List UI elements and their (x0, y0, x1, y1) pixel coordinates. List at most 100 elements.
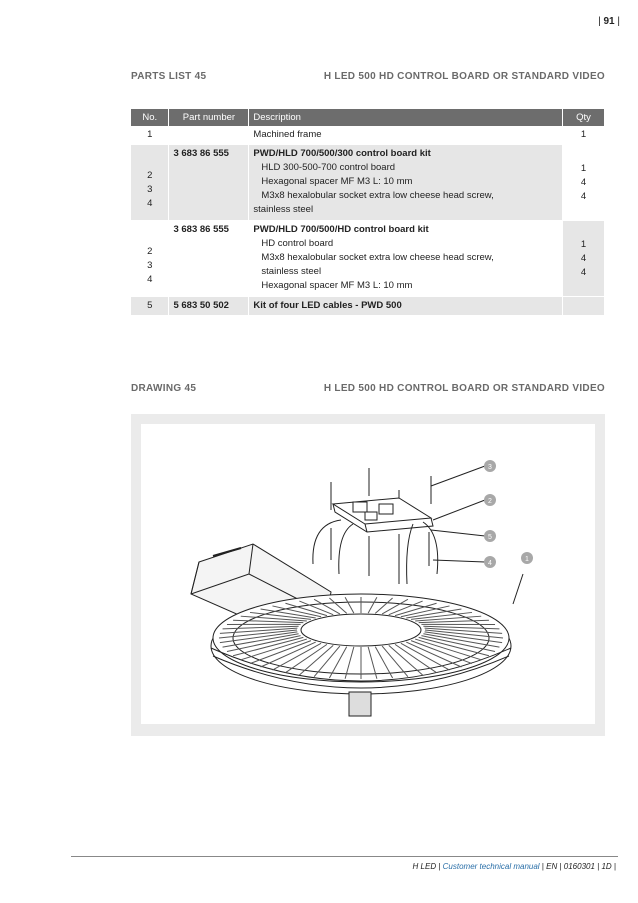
kit-title: PWD/HLD 700/500/300 control board kit (253, 148, 431, 159)
heatsink-fin (406, 641, 462, 668)
mount-stem (348, 691, 372, 717)
drawing-frame: 3 2 5 4 1 (131, 414, 605, 736)
row-no-cell: 2 3 4 (131, 144, 170, 221)
heatsink-fin (219, 627, 298, 634)
kit-line: Hexagonal spacer MF M3 L: 10 mm (261, 176, 413, 187)
callout-1 (521, 552, 533, 564)
leader-line (430, 465, 486, 487)
row-no: 4 (147, 197, 153, 209)
heatsink-fin (423, 625, 500, 630)
heatsink-fin (367, 646, 378, 679)
parts-list-subtitle: H LED 500 HD CONTROL BOARD OR STANDARD V… (323, 71, 605, 82)
row-no: 2 (147, 169, 153, 181)
footer-rev: 1D (601, 862, 612, 871)
heatsink-fin (400, 642, 450, 671)
callouts: 3 2 5 4 1 (484, 460, 533, 568)
heatsink-fin (367, 597, 378, 614)
callout-3 (484, 460, 496, 472)
heatsink-fin (272, 642, 322, 671)
row-part-number (168, 126, 250, 145)
row-description: Machined frame (248, 126, 564, 145)
heatsink-fin (418, 619, 489, 624)
heatsink-fin (240, 638, 307, 661)
led-cable (406, 523, 414, 585)
parts-table: No. Part number Description Qty 1 Machin… (131, 109, 605, 316)
kit-line: stainless steel (261, 266, 322, 277)
row-qty: 4 (580, 190, 587, 202)
page-number: | 91 | (598, 16, 620, 27)
footer-manual: Customer technical manual (442, 862, 540, 871)
heatsink-fin (424, 631, 503, 644)
heatsink-fin (415, 638, 482, 661)
heatsink-fin (299, 600, 334, 616)
heatsink-fin (329, 597, 348, 614)
heatsink-fin (299, 644, 334, 676)
table-row: 2 3 4 3 683 86 555 PWD/HLD 700/500/300 c… (131, 144, 605, 221)
row-qty: 1 (580, 238, 587, 250)
row-no-cell: 2 3 4 (131, 220, 170, 297)
heatsink-fins (218, 597, 504, 679)
table-header-row: No. Part number Description Qty (131, 109, 605, 126)
leader-line (432, 559, 486, 563)
kit-line: HD control board (261, 238, 334, 249)
callout-1-label: 1 (525, 556, 529, 563)
led-cable (312, 519, 342, 565)
kit-line: Hexagonal spacer MF M3 L: 10 mm (261, 280, 413, 291)
kit-line: M3x8 hexalobular socket extra low cheese… (261, 190, 494, 201)
callout-5-label: 5 (488, 534, 492, 541)
row-qty: 4 (580, 252, 587, 264)
callout-4-label: 4 (488, 560, 492, 567)
row-part-number: 5 683 50 502 (168, 296, 250, 316)
row-no: 3 (147, 183, 153, 195)
heatsink-fin (249, 640, 312, 665)
row-part-number: 3 683 86 555 (168, 220, 250, 297)
drawing-area: 3 2 5 4 1 (141, 424, 595, 724)
leader-line (512, 573, 524, 605)
footer: H LED | Customer technical manual | EN |… (412, 862, 616, 871)
heatsink-fin (410, 611, 473, 620)
callout-4 (484, 556, 496, 568)
row-no: 5 (131, 296, 170, 316)
kit-line: stainless steel (253, 204, 314, 215)
table-row: 2 3 4 3 683 86 555 PWD/HLD 700/500/HD co… (131, 220, 605, 297)
heatsink-fin (400, 605, 450, 618)
row-part-number: 3 683 86 555 (168, 144, 250, 221)
col-header-description: Description (248, 109, 564, 126)
row-qty: 1 (562, 126, 605, 145)
heatsink-fin (232, 636, 304, 657)
parts-list-title: PARTS LIST 45 (131, 71, 207, 82)
heatsink-fin (388, 600, 423, 616)
heatsink-fin (394, 643, 437, 674)
row-no: 4 (147, 273, 153, 285)
leader-line (432, 499, 486, 521)
heatsink-fin (410, 640, 473, 665)
heatsink-fin (222, 633, 299, 648)
col-header-qty: Qty (562, 109, 605, 126)
heatsink-fin (219, 631, 298, 644)
row-qty: 4 (580, 176, 587, 188)
heatsink-fin (421, 635, 496, 653)
row-no: 3 (147, 259, 153, 271)
row-qty-cell: 1 4 4 (562, 220, 605, 297)
heatsink-fin (388, 644, 423, 676)
row-qty (562, 296, 605, 316)
heatsink-fin (418, 636, 490, 657)
heatsink-fin (313, 645, 341, 678)
drawing-subtitle: H LED 500 HD CONTROL BOARD OR STANDARD V… (323, 383, 605, 394)
heatsink-fin (381, 598, 409, 615)
heatsink-fin (226, 635, 301, 653)
callout-2-label: 2 (488, 498, 492, 505)
led-cable (422, 521, 439, 575)
heatsink-fin (424, 627, 503, 634)
table-row: 5 5 683 50 502 Kit of four LED cables - … (131, 296, 605, 316)
row-qty: 4 (580, 266, 587, 278)
drawing-title: DRAWING 45 (131, 383, 197, 394)
led-cable (338, 523, 354, 575)
footer-code: 0160301 (563, 862, 595, 871)
heatsink-fin (344, 646, 355, 679)
heatsink-fin (328, 646, 348, 679)
heatsink-fin (344, 597, 355, 614)
row-description: Kit of four LED cables - PWD 500 (248, 296, 564, 316)
col-header-part-number: Part number (168, 109, 250, 126)
table-row: 1 Machined frame 1 (131, 126, 605, 145)
